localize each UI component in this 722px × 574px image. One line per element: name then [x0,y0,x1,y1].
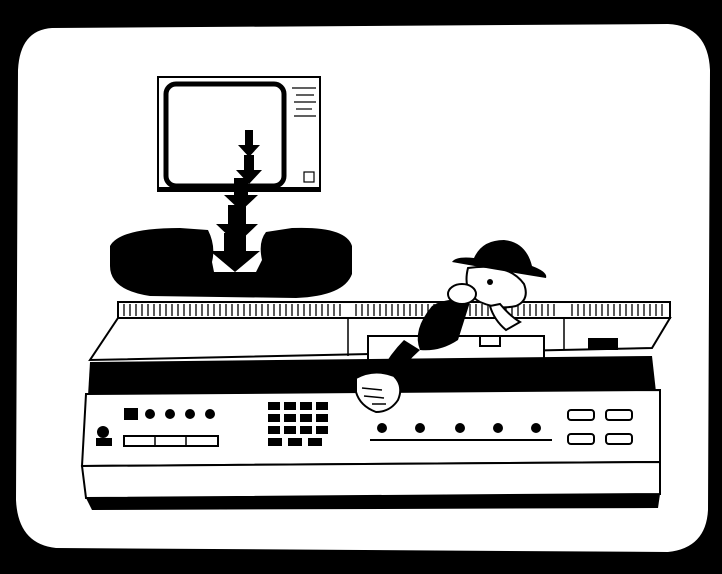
television-icon [158,77,320,191]
